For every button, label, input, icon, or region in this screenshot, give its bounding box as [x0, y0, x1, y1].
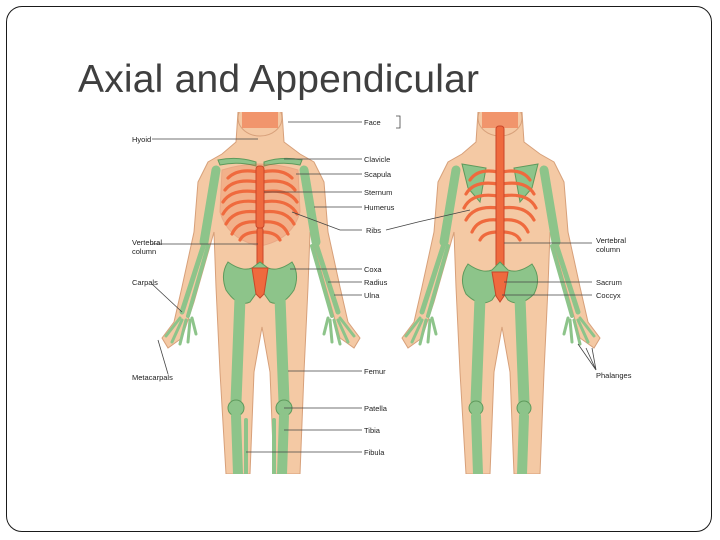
back-ribs	[462, 169, 538, 242]
label-humerus: Humerus	[364, 203, 395, 212]
label-ulna: Ulna	[364, 291, 380, 300]
skeleton-illustration: Face Hyoid Clavicle Scapula Sternum Hume…	[132, 112, 632, 474]
front-hand-left	[164, 316, 198, 346]
skeleton-diagram: Face Hyoid Clavicle Scapula Sternum Hume…	[78, 112, 650, 474]
label-vertebral-column-right-1: Vertebral	[596, 236, 626, 245]
label-femur: Femur	[364, 367, 386, 376]
label-sacrum: Sacrum	[596, 278, 622, 287]
label-face: Face	[364, 118, 381, 127]
label-hyoid: Hyoid	[132, 135, 151, 144]
label-vertebral-column-left-2: column	[132, 247, 156, 256]
label-coccyx: Coccyx	[596, 291, 621, 300]
label-patella: Patella	[364, 404, 388, 413]
label-carpals: Carpals	[132, 278, 158, 287]
slide-title: Axial and Appendicular	[78, 58, 480, 101]
label-radius: Radius	[364, 278, 388, 287]
back-hand-right	[562, 316, 596, 346]
labels: Face Hyoid Clavicle Scapula Sternum Hume…	[132, 118, 632, 457]
back-body	[401, 112, 601, 474]
label-sternum: Sternum	[364, 188, 392, 197]
front-body	[161, 112, 361, 474]
back-hand-left	[404, 316, 438, 346]
leader-lines	[151, 115, 597, 453]
front-ribs	[221, 169, 299, 242]
label-vertebral-column-left-1: Vertebral	[132, 238, 162, 247]
label-phalanges: Phalanges	[596, 371, 632, 380]
label-metacarpals: Metacarpals	[132, 373, 173, 382]
front-hand-right	[322, 316, 356, 346]
label-ribs: Ribs	[366, 226, 381, 235]
label-tibia: Tibia	[364, 426, 381, 435]
label-clavicle: Clavicle	[364, 155, 390, 164]
label-scapula: Scapula	[364, 170, 392, 179]
label-vertebral-column-right-2: column	[596, 245, 620, 254]
label-fibula: Fibula	[364, 448, 385, 457]
label-coxa: Coxa	[364, 265, 382, 274]
